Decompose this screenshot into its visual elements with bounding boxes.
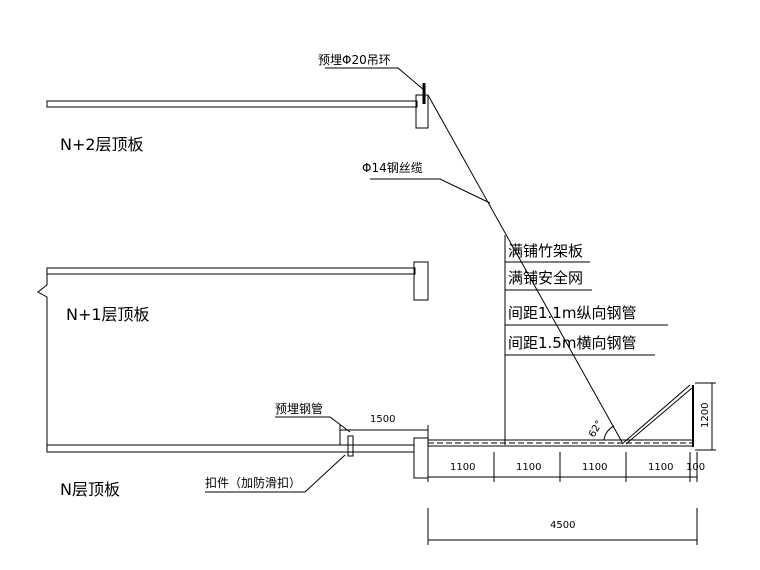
slab-n2 xyxy=(46,94,429,129)
dim-total: 4500 xyxy=(427,508,698,545)
svg-text:1500: 1500 xyxy=(370,414,395,425)
callout-embedded-pipe: 预埋钢管 xyxy=(275,401,323,416)
svg-text:1200: 1200 xyxy=(700,403,711,428)
callout-lifting-ring: 预埋Φ20吊环 xyxy=(318,53,391,67)
note-4: 间距1.5m横向钢管 xyxy=(508,334,636,352)
note-2: 满铺安全网 xyxy=(508,269,583,287)
slab-n xyxy=(46,437,429,479)
callout-wire-rope: Φ14钢丝缆 xyxy=(362,161,423,175)
span-3: 1100 xyxy=(582,462,607,473)
slab-n1 xyxy=(46,261,429,301)
note-3: 间距1.1m纵向钢管 xyxy=(508,304,636,322)
angle-arc xyxy=(603,425,615,441)
wire-rope xyxy=(427,94,623,443)
callout-fastener: 扣件（加防滑扣） xyxy=(205,475,301,490)
span-1: 1100 xyxy=(450,462,475,473)
dim-height: 1200 xyxy=(695,382,716,451)
svg-text:4500: 4500 xyxy=(550,520,575,531)
wall-break-line xyxy=(37,274,48,445)
floor-label-n: N层顶板 xyxy=(60,480,120,499)
dim-spans: 1100 1100 1100 1100 100 xyxy=(427,452,705,482)
floor-label-n1: N+1层顶板 xyxy=(66,305,150,324)
note-1: 满铺竹架板 xyxy=(508,242,583,260)
angle-label: 62° xyxy=(587,419,605,440)
span-2: 1100 xyxy=(516,462,541,473)
span-4: 1100 xyxy=(648,462,673,473)
platform xyxy=(427,384,694,447)
embedded-pipe xyxy=(347,435,354,457)
dim-embed: 1500 xyxy=(339,414,429,445)
span-5: 100 xyxy=(686,462,705,473)
floor-label-n2: N+2层顶板 xyxy=(60,135,144,154)
